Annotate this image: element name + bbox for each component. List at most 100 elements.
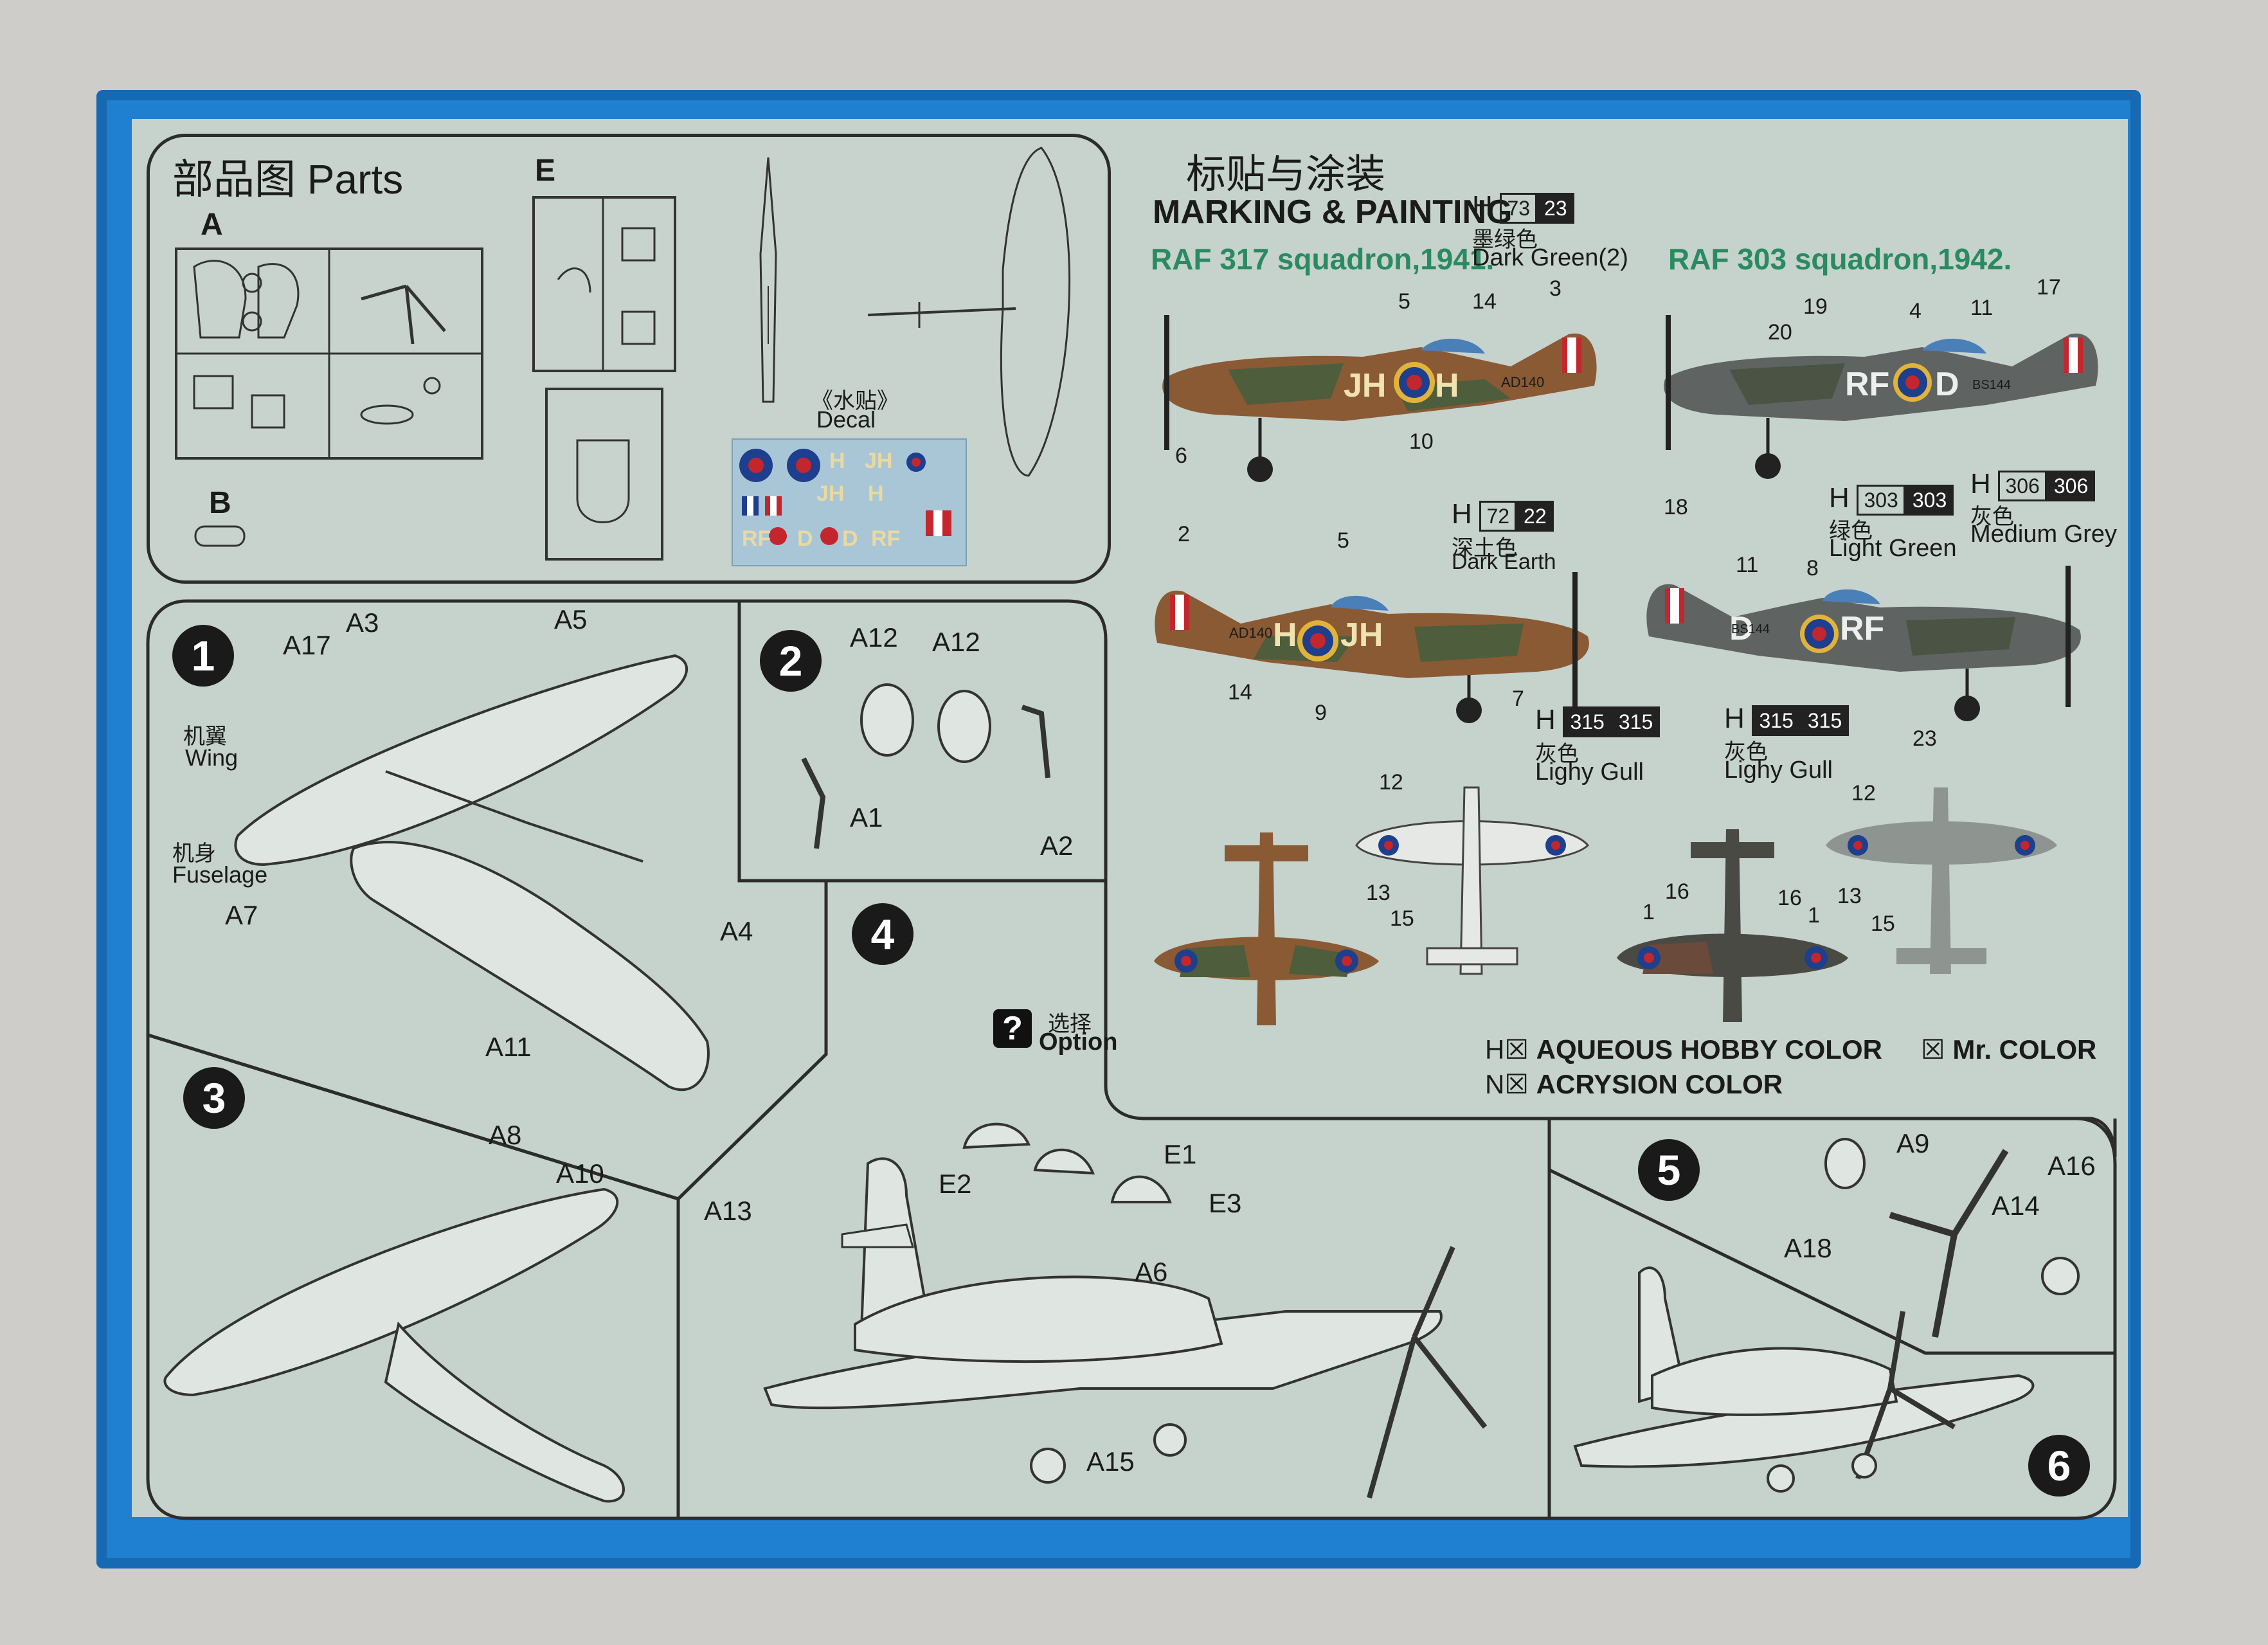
callout-p3-7: 7	[1512, 687, 1524, 711]
marking-title-en: MARKING & PAINTING	[1153, 193, 1513, 231]
part-a8: A8	[489, 1120, 522, 1150]
step5-propeller-drawing	[1824, 1138, 2080, 1338]
callout-p3-5: 5	[1337, 528, 1349, 553]
callout-p1-6: 6	[1175, 444, 1187, 468]
dark-earth-cn: 深土色	[1452, 536, 1517, 561]
mr-code: 23	[1537, 192, 1574, 224]
p2-code-d: D	[1935, 366, 1959, 403]
profile-317-right	[1155, 572, 1589, 723]
h-prefix: H	[1452, 498, 1472, 530]
step-5-badge: 5	[1638, 1139, 1700, 1201]
step3-wing-drawing	[163, 1187, 625, 1503]
option-icon: ?	[993, 1009, 1032, 1048]
h-code: 72	[1479, 500, 1517, 532]
scheme-303-label: RAF 303 squadron,1942.	[1668, 242, 2012, 276]
h-code: 73	[1500, 192, 1538, 224]
p4-code-rf: RF	[1840, 610, 1885, 647]
p1-code-h: H	[1435, 367, 1459, 404]
callout-p1-10: 10	[1409, 429, 1434, 454]
sprue-e-drawing	[532, 196, 676, 561]
top-view-303-lower	[1826, 787, 2057, 974]
sprue-a-label: A	[201, 208, 223, 242]
step-4-badge: 4	[852, 903, 914, 965]
part-a12-right: A12	[932, 627, 980, 657]
decal-sheet: H JH JH H RF D D RF	[732, 438, 967, 566]
callout-p1-5: 5	[1398, 289, 1410, 314]
callout-p3-14: 14	[1228, 680, 1252, 705]
h-prefix: H	[1724, 703, 1745, 734]
h-prefix: H	[1535, 704, 1556, 735]
decal-code-4: H	[868, 481, 884, 506]
p1-code-jh: JH	[1344, 367, 1387, 404]
h-prefix: H	[1829, 482, 1850, 514]
sprue-a-drawing	[175, 247, 483, 460]
step-1-badge: 1	[172, 625, 234, 687]
top-view-317-lower	[1355, 786, 1590, 975]
step-2-badge: 2	[760, 630, 822, 692]
callout-p4-18: 18	[1664, 495, 1688, 519]
top-view-303-upper	[1617, 829, 1848, 1022]
part-a1: A1	[850, 802, 883, 832]
decal-roundels	[739, 449, 951, 545]
gull-1-en: Lighy Gull	[1535, 759, 1644, 786]
part-a9: A9	[1896, 1128, 1930, 1158]
part-a5: A5	[554, 604, 588, 634]
p3-serial: AD140	[1229, 625, 1273, 641]
callout-p1-3: 3	[1549, 276, 1562, 301]
legend-aqueous-text: AQUEOUS HOBBY COLOR	[1536, 1034, 1882, 1065]
callout-top2-13: 13	[1837, 884, 1862, 908]
p2-serial: BS144	[1972, 378, 2012, 392]
callout-p3-9: 9	[1315, 701, 1327, 725]
legend-acrysion: N☒ ACRYSION COLOR	[1485, 1068, 1783, 1100]
part-e1: E1	[1164, 1139, 1197, 1169]
light-green-cn: 绿色	[1829, 519, 1873, 543]
callout-top2-16a: 16	[1665, 879, 1689, 904]
h-code: 306	[1998, 470, 2047, 501]
legend-aqueous: H☒ AQUEOUS HOBBY COLOR	[1485, 1034, 1882, 1065]
callout-top1-12: 12	[1379, 770, 1403, 795]
decal-code-8: RF	[871, 526, 901, 551]
callout-top2-12: 12	[1851, 781, 1876, 805]
wing-label-cn: 机翼	[183, 724, 227, 749]
callout-top2-1a: 1	[1643, 900, 1655, 924]
h-code: 303	[1857, 484, 1905, 516]
gull-2-cn: 灰色	[1724, 740, 1768, 764]
callout-p2-17: 17	[2037, 275, 2061, 300]
marking-title-cn: 标贴与涂装	[1186, 152, 1386, 197]
decal-code-5: RF	[742, 526, 771, 551]
parts-title: 部品图 Parts	[172, 156, 404, 202]
step1-wing-drawing	[234, 654, 688, 867]
legend-n: N	[1485, 1069, 1505, 1099]
p1-serial: AD140	[1501, 374, 1545, 390]
callout-p2-19: 19	[1803, 294, 1828, 319]
checkbox-filled-icon: ☒	[1921, 1034, 1953, 1065]
part-a14: A14	[1992, 1191, 2040, 1221]
profile-303-right	[1646, 566, 2081, 721]
step1-fuselage-drawing	[350, 841, 710, 1092]
mr-code: 306	[2046, 470, 2096, 501]
p4-code-d: D	[1729, 610, 1754, 647]
p3-code-h: H	[1273, 616, 1297, 654]
gull-1-cn: 灰色	[1535, 742, 1579, 766]
legend-h: H	[1485, 1034, 1505, 1065]
option-label-en: Option	[1039, 1029, 1118, 1056]
dark-green-en: Dark Green(2)	[1472, 244, 1628, 271]
medium-grey-en: Medium Grey	[1970, 521, 2118, 548]
option-label-cn: 选择	[1048, 1012, 1092, 1036]
fuselage-side-view	[759, 157, 777, 403]
dark-earth-en: Dark Earth	[1452, 550, 1556, 574]
legend-acrysion-text: ACRYSION COLOR	[1536, 1069, 1783, 1099]
h-code: 315	[1752, 705, 1801, 736]
mr-code: 315	[1800, 705, 1850, 736]
callout-top2-1b: 1	[1808, 903, 1820, 928]
sprue-e-label: E	[535, 154, 556, 188]
part-a6: A6	[1135, 1257, 1168, 1287]
medium-grey-cn: 灰色	[1970, 505, 2014, 529]
callout-p2-11: 11	[1970, 296, 1994, 320]
callout-p1-14: 14	[1472, 289, 1497, 314]
